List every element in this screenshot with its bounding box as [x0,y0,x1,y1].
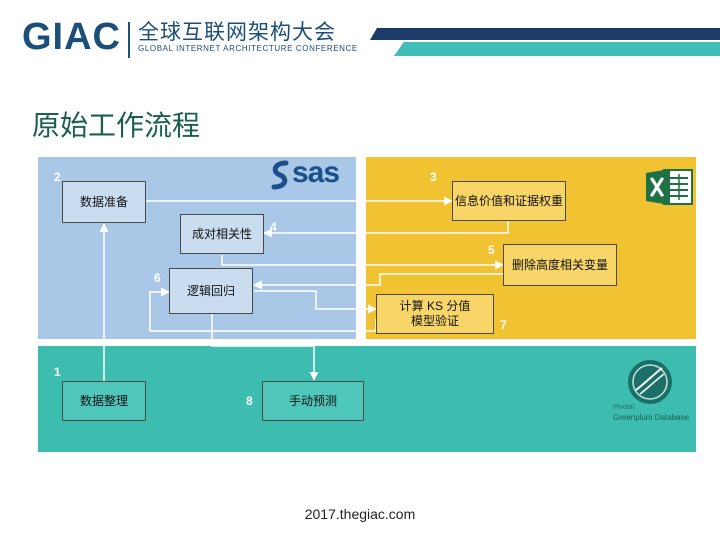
greenplum-label: Greenplum Database [613,413,690,422]
step-7-line2: 模型验证 [410,314,459,328]
step-6-number: 6 [154,271,161,285]
giac-logo: GIAC [22,16,121,58]
conference-name-cn: 全球互联网架构大会 [138,21,336,44]
step-8-manual-prediction: 手动预测 [262,381,364,421]
sas-logo: sas [292,156,340,189]
excel-icon [646,169,693,205]
step-7-line1: 计算 KS 分值 [399,299,471,313]
header-band-navy [370,28,720,40]
step-7-number: 7 [500,318,507,332]
step-3-number: 3 [430,170,437,184]
step-6-logistic-regression: 逻辑回归 [169,268,253,314]
sas-swirl-icon [271,160,289,190]
step-2-number: 2 [54,170,61,184]
step-1-data-cleansing: 数据整理 [62,381,146,421]
greenplum-region [38,346,696,452]
logo-divider [128,22,130,58]
page-title: 原始工作流程 [32,110,201,141]
pivotal-label: Pivotal [613,404,635,411]
step-2-data-prep: 数据准备 [62,181,146,223]
step-1-number: 1 [54,365,61,379]
header-band-teal [394,42,720,56]
step-7-ks-validation: 计算 KS 分值 模型验证 [376,294,494,334]
step-4-pairwise-correlation: 成对相关性 [180,214,264,254]
step-5-number: 5 [488,243,495,257]
step-4-number: 4 [270,220,277,234]
conference-name-en: GLOBAL INTERNET ARCHITECTURE CONFERENCE [138,44,358,53]
greenplum-icon [628,360,672,404]
step-8-number: 8 [246,394,253,408]
step-3-info-value: 信息价值和证据权重 [452,181,566,221]
footer-url: 2017.thegiac.com [304,506,416,522]
step-5-remove-correlated: 删除高度相关变量 [503,244,617,286]
